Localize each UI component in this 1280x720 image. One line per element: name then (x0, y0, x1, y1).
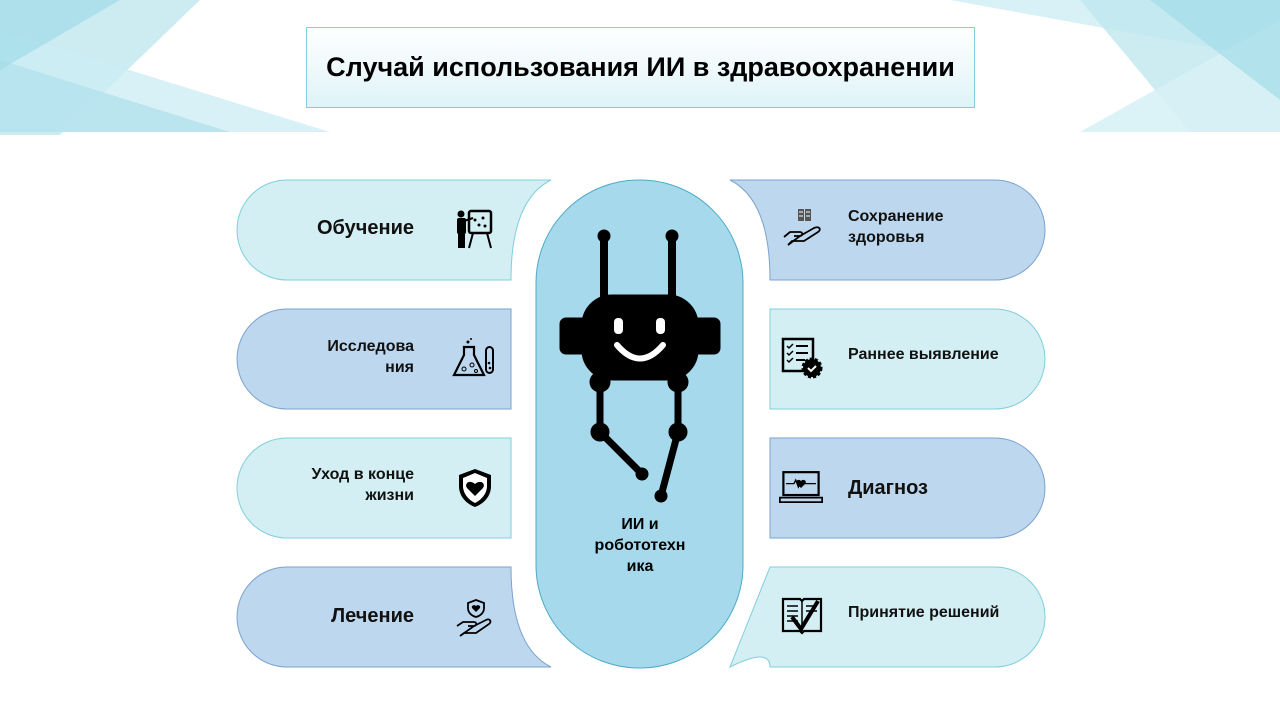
right-card-2 (769, 308, 1046, 410)
right-item-label-health: Сохранение здоровья (848, 206, 1018, 248)
center-label-line: робототехн (594, 537, 686, 554)
center-label-line: ика (626, 558, 654, 575)
right-item-label-diagnosis: Диагноз (848, 477, 928, 499)
label-line: ния (385, 359, 414, 376)
laptop-heartbeat-icon (779, 471, 823, 503)
hand-book-icon (783, 209, 821, 246)
label-line: Уход в конце (311, 466, 414, 483)
book-check-icon (781, 597, 823, 635)
left-card-3 (236, 437, 512, 539)
checklist-gear-icon (781, 337, 823, 379)
label-line: жизни (365, 487, 414, 504)
label-line: Исследова (327, 338, 414, 355)
right-item-label-early-detection: Раннее выявление (848, 346, 999, 363)
left-card-1 (236, 179, 552, 281)
right-card-1 (729, 179, 1046, 281)
left-item-label-treatment: Лечение (331, 605, 414, 627)
right-card-4 (729, 566, 1046, 669)
title-box: Случай использования ИИ в здравоохранени… (306, 27, 975, 108)
left-item-label-obuchenie: Обучение (316, 217, 414, 239)
lab-flask-icon (452, 338, 494, 377)
left-item-label-end-of-life: Уход в конце жизни (270, 464, 414, 506)
heart-shield-icon (459, 469, 491, 507)
left-item-label-research: Исследова ния (270, 336, 414, 378)
background-decoration (0, 0, 1280, 135)
right-item-label-decisions: Принятие решений (848, 604, 1000, 621)
center-label: ИИ и робототехн ика (560, 514, 720, 577)
label-line: здоровья (848, 229, 925, 246)
center-label-line: ИИ и (621, 516, 659, 533)
center-capsule (535, 179, 744, 669)
left-card-2 (236, 308, 512, 410)
label-line: Сохранение (848, 208, 944, 225)
robot-icon (559, 229, 721, 503)
hand-heart-icon (456, 599, 492, 637)
right-card-3 (769, 437, 1046, 539)
left-card-4 (236, 566, 552, 668)
teacher-board-icon (457, 209, 493, 249)
page-title: Случай использования ИИ в здравоохранени… (326, 52, 955, 82)
